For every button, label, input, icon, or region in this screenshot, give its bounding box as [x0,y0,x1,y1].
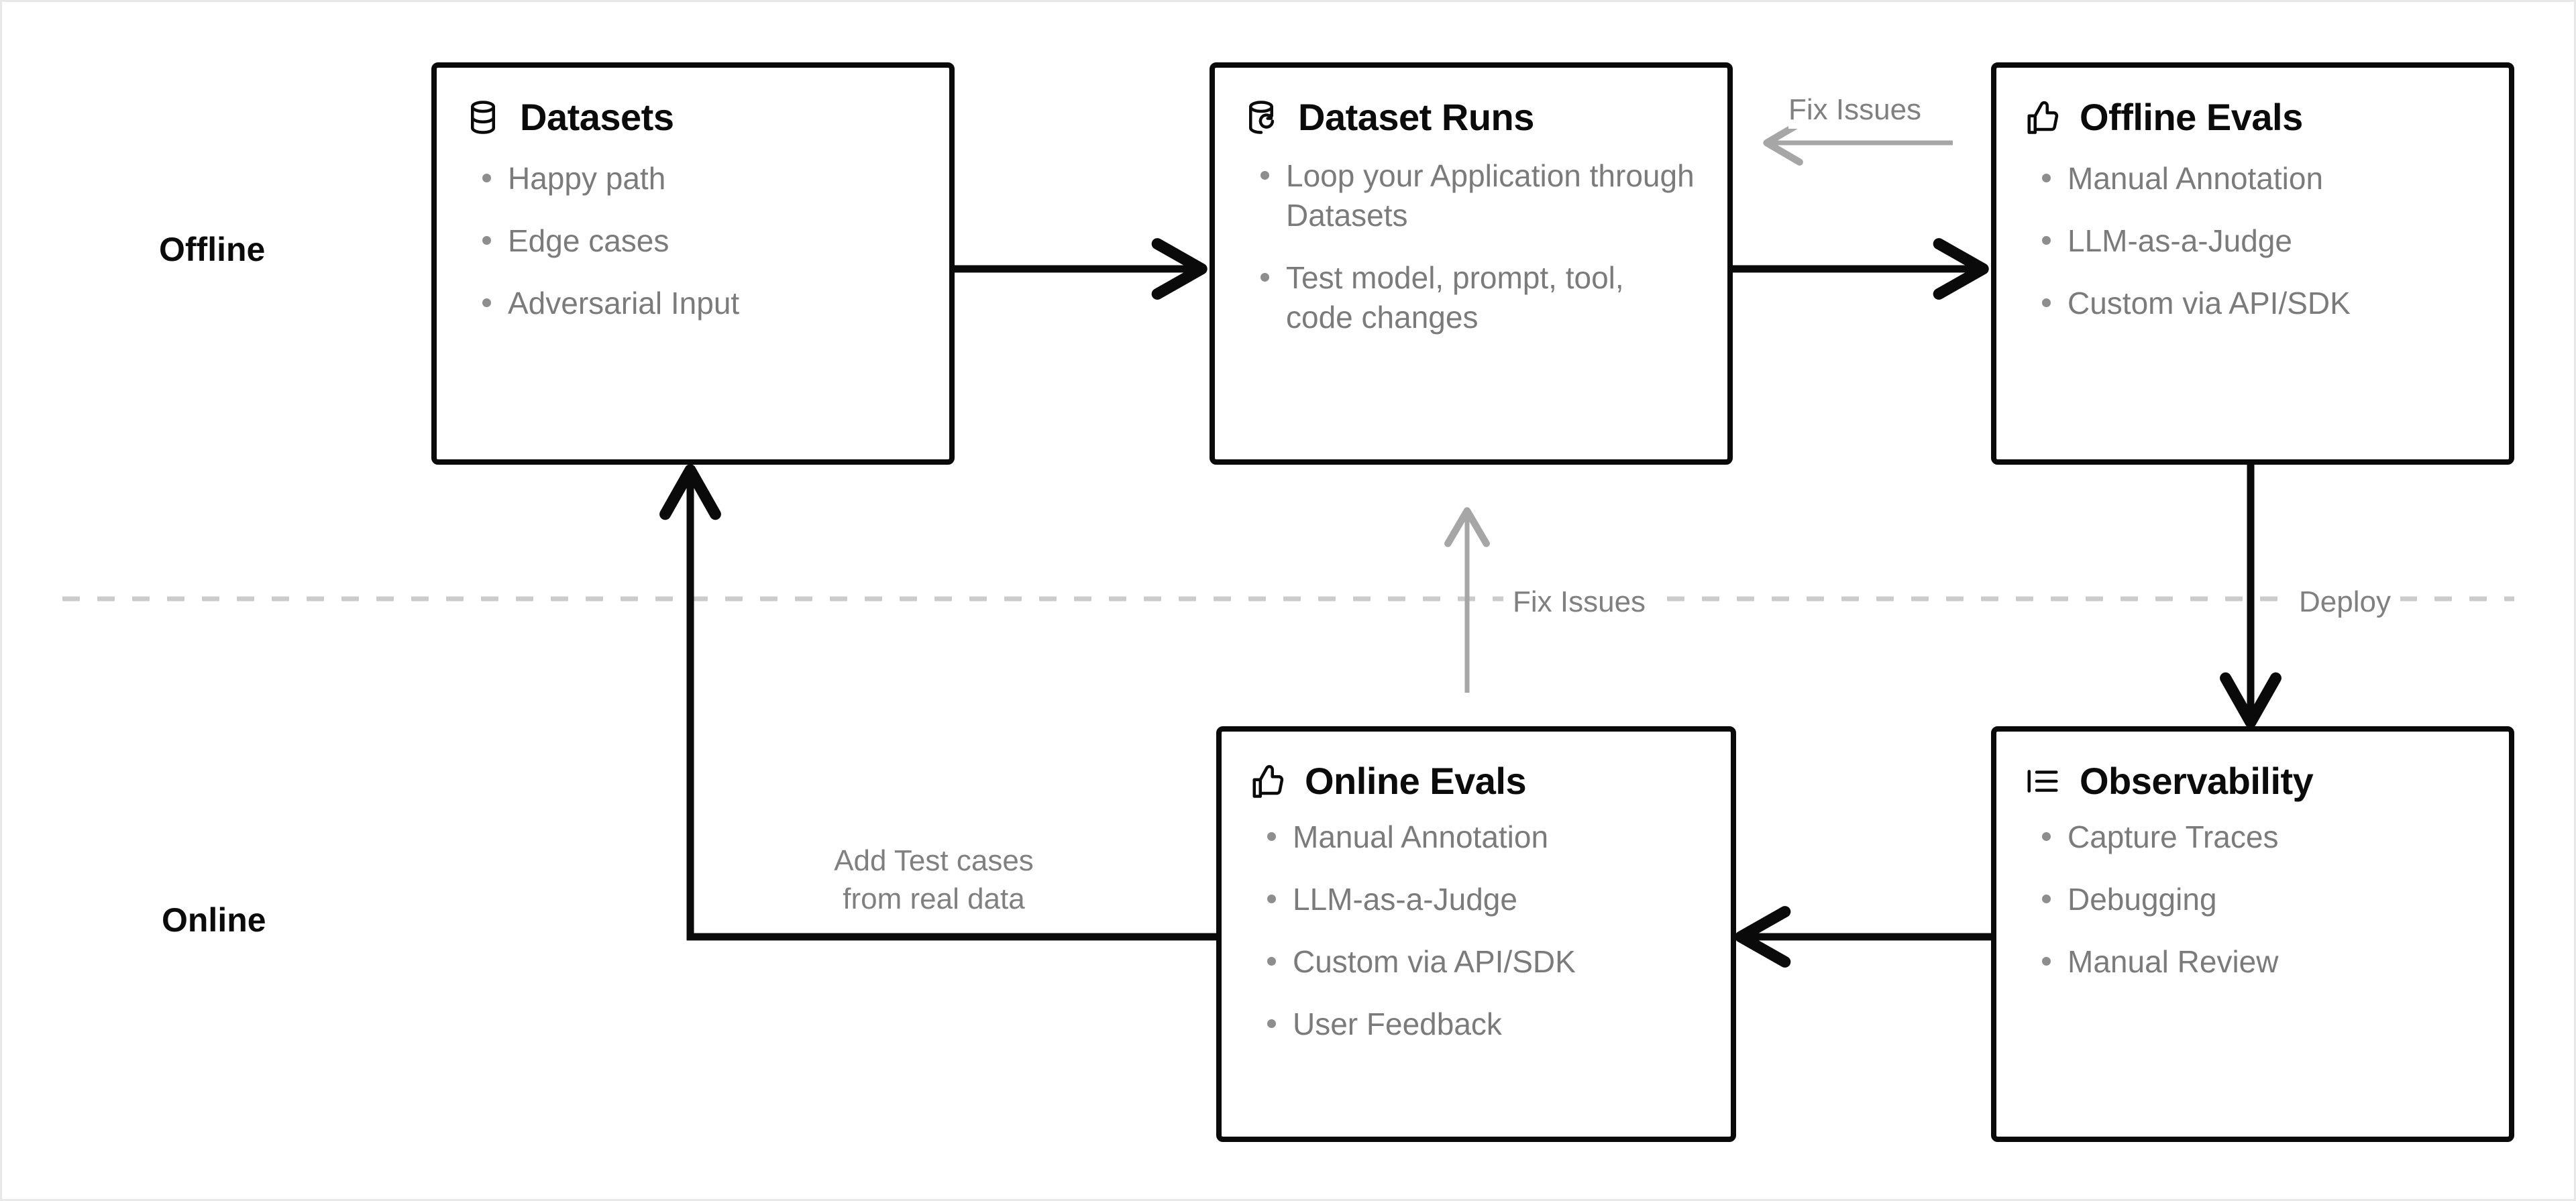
node-online-evals-bullets: Manual Annotation LLM-as-a-Judge Custom … [1222,800,1731,1044]
node-datasets-header: Datasets [437,68,949,136]
list-item: Custom via API/SDK [1266,942,1700,982]
list-item: Loop your Application through Datasets [1259,156,1697,235]
edge-label-deploy: Deploy [2290,583,2400,622]
thumbs-up-icon [1252,764,1284,798]
node-dataset-runs-title: Dataset Runs [1298,96,1534,138]
node-dataset-runs-bullets: Loop your Application through Datasets T… [1215,136,1727,337]
edge-label-add-test-cases-line1: Add Test cases [834,844,1034,877]
list-item: Adversarial Input [481,284,918,323]
list-item: User Feedback [1266,1005,1700,1044]
edge-label-add-test-cases-line2: from real data [843,882,1025,916]
edge-label-add-test-cases: Add Test cases from real data [810,842,1058,919]
node-online-evals-header: Online Evals [1222,732,1731,800]
node-observability-header: Observability [1996,732,2509,800]
lane-label-offline: Offline [159,231,266,268]
list-item: LLM-as-a-Judge [2041,221,2478,261]
list-item: LLM-as-a-Judge [1266,880,1700,919]
edge-label-fix-issues-top: Fix Issues [1788,91,1922,129]
node-offline-evals-title: Offline Evals [2080,96,2303,138]
list-item: Happy path [481,159,918,198]
node-datasets-title: Datasets [520,96,674,138]
database-icon [471,101,495,134]
list-item: Test model, prompt, tool, code changes [1259,258,1697,337]
lane-label-online: Online [162,901,266,939]
node-observability[interactable]: Observability Capture Traces Debugging M… [1991,726,2514,1142]
node-datasets-bullets: Happy path Edge cases Adversarial Input [437,136,949,323]
list-item: Manual Annotation [2041,159,2478,198]
database-refresh-icon [1249,101,1275,134]
node-datasets[interactable]: Datasets Happy path Edge cases Adversari… [431,62,955,465]
node-offline-evals[interactable]: Offline Evals Manual Annotation LLM-as-a… [1991,62,2514,465]
node-dataset-runs-header: Dataset Runs [1215,68,1727,136]
list-item: Debugging [2041,880,2478,919]
list-item: Manual Annotation [1266,817,1700,857]
node-dataset-runs[interactable]: Dataset Runs Loop your Application throu… [1210,62,1733,465]
node-offline-evals-header: Offline Evals [1996,68,2509,136]
node-online-evals[interactable]: Online Evals Manual Annotation LLM-as-a-… [1216,726,1736,1142]
list-item: Manual Review [2041,942,2478,982]
list-item: Edge cases [481,221,918,261]
node-observability-bullets: Capture Traces Debugging Manual Review [1996,800,2509,982]
node-online-evals-title: Online Evals [1305,760,1527,802]
thumbs-up-icon [2027,101,2059,134]
node-offline-evals-bullets: Manual Annotation LLM-as-a-Judge Custom … [1996,136,2509,323]
node-observability-title: Observability [2080,760,2314,802]
list-item: Custom via API/SDK [2041,284,2478,323]
list-tree-icon [2027,770,2058,793]
edge-label-fix-issues-divider: Fix Issues [1503,583,1656,622]
list-item: Capture Traces [2041,817,2478,857]
